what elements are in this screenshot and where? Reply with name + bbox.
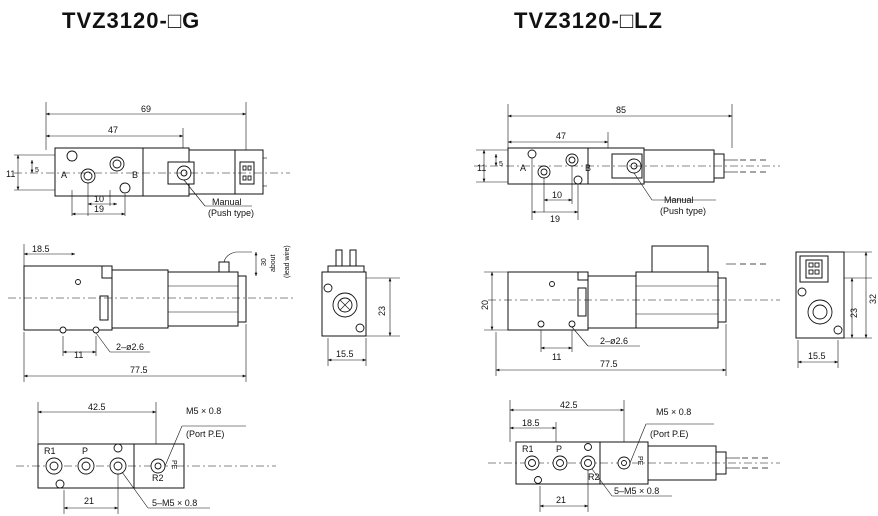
left-bottom-ports-thread: 5–M5 × 0.8	[152, 498, 197, 508]
left-top-dim-69: 69	[141, 104, 151, 114]
left-top-dim-47: 47	[108, 125, 118, 135]
left-model-title: TVZ3120-□G	[62, 8, 200, 33]
left-side-dim-11: 11	[74, 350, 83, 360]
right-bottom-dim-42-5: 42.5	[560, 400, 578, 410]
right-model-title: TVZ3120-□LZ	[514, 8, 663, 33]
right-top-dim-47: 47	[556, 131, 566, 141]
right-bottom-dim-21: 21	[556, 495, 566, 505]
left-bottom-label-r2: R2	[152, 473, 164, 483]
right-manual-sub: (Push type)	[660, 206, 706, 216]
right-end-dim-32: 32	[868, 294, 878, 304]
left-side-dim-30: 30	[261, 258, 268, 266]
right-bottom-dim-18-5: 18.5	[522, 418, 540, 428]
left-top-port-a-label: A	[61, 170, 67, 180]
left-bottom-dim-42-5: 42.5	[88, 402, 106, 412]
left-bottom-dim-21: 21	[84, 496, 94, 506]
right-top-dim-10: 10	[552, 190, 562, 200]
left-side-lead-wire: (lead wire)	[284, 245, 291, 278]
right-top-dim-5: 5	[499, 161, 503, 168]
left-end-dim-23: 23	[377, 306, 387, 316]
left-side-about: about	[270, 254, 277, 272]
right-side-holes-label: 2–ø2.6	[600, 336, 628, 346]
left-manual-sub: (Push type)	[208, 208, 254, 218]
right-top-port-a-label: A	[520, 163, 526, 173]
right-bottom-ports-thread: 5–M5 × 0.8	[614, 486, 659, 496]
left-bottom-label-pe: PE	[170, 460, 177, 470]
left-top-dim-11: 11	[6, 169, 15, 179]
right-top-dim-19: 19	[550, 214, 560, 224]
left-side-dim-18-5: 18.5	[32, 244, 50, 254]
right-top-port-b-label: B	[585, 163, 591, 173]
right-bottom-label-r2: R2	[588, 472, 600, 482]
right-bottom-label-r1: R1	[522, 444, 534, 454]
right-side-dim-11: 11	[552, 352, 561, 362]
right-side-view: 20 11 2–ø2.6 77.5	[480, 245, 780, 376]
left-bottom-view: 42.5 R1 P R2 PE M5 × 0.8 (Port P.E) 21 5…	[16, 402, 276, 514]
right-top-dim-11: 11	[477, 163, 486, 173]
right-end-view: 23 32 15.5	[795, 251, 878, 368]
right-bottom-port-pe-label: (Port P.E)	[650, 429, 688, 439]
left-end-dim-15-5: 15.5	[336, 349, 354, 359]
left-bottom-port-pe-label: (Port P.E)	[186, 429, 224, 439]
left-manual-label: Manual	[212, 197, 242, 207]
left-bottom-thread-label: M5 × 0.8	[186, 406, 221, 416]
right-end-dim-23: 23	[849, 308, 859, 318]
right-bottom-thread-label: M5 × 0.8	[656, 407, 691, 417]
right-bottom-view: 42.5 18.5 R1 P R2 PE M5 × 0.8 (Port P.E)	[488, 400, 780, 512]
left-bottom-label-p: P	[82, 446, 88, 456]
left-top-port-b-label: B	[132, 170, 138, 180]
right-manual-label: Manual	[664, 195, 694, 205]
right-bottom-label-p: P	[556, 444, 562, 454]
right-side-dim-20: 20	[480, 300, 490, 310]
left-side-view: 18.5 30 about (lead wire) 11 2–ø2.6 77.5	[8, 244, 296, 382]
left-side-holes-label: 2–ø2.6	[116, 342, 144, 352]
left-end-view: 23 15.5	[321, 249, 400, 366]
left-top-dim-19: 19	[94, 204, 104, 214]
right-top-dim-85: 85	[616, 105, 626, 115]
right-bottom-label-pe: PE	[636, 456, 643, 466]
left-bottom-label-r1: R1	[44, 446, 56, 456]
left-top-dim-10: 10	[94, 194, 104, 204]
right-side-dim-77-5: 77.5	[600, 359, 618, 369]
left-top-dim-5: 5	[35, 167, 39, 174]
left-side-dim-77-5: 77.5	[130, 365, 148, 375]
right-top-view: 85 47 A B 11 5 10 19	[474, 104, 780, 224]
right-end-dim-15-5: 15.5	[808, 351, 826, 361]
left-top-view: 69 47 A B 11 5	[6, 102, 290, 218]
